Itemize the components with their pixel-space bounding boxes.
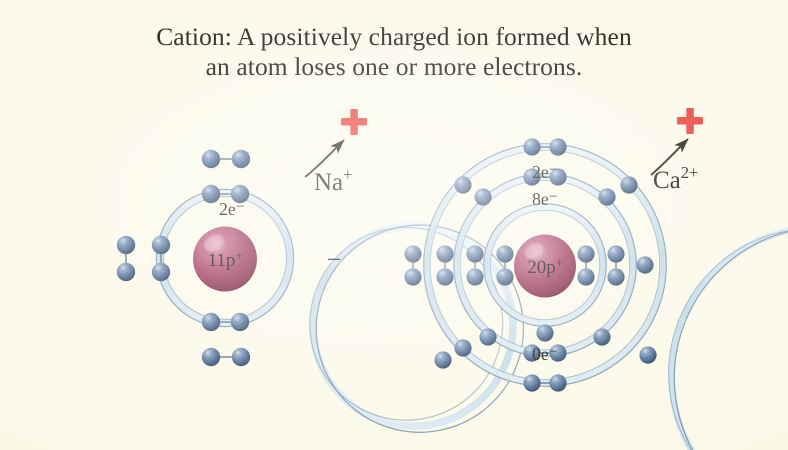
calcium-shell-count-label-2: 8e⁻	[532, 189, 558, 209]
calcium-shell-count-label-1: 2e⁻	[532, 162, 558, 182]
electron	[151, 262, 171, 282]
sodium-ion-symbol: Na+	[314, 165, 352, 196]
electron	[201, 312, 221, 332]
nucleus-charge-superscript: +	[556, 256, 563, 270]
sodium-shell-count-label: 2e⁻	[219, 199, 245, 219]
electron	[577, 268, 595, 286]
electron	[116, 262, 136, 282]
ion-element-symbol: Na	[314, 169, 343, 196]
title-line-2: an atom loses one or more electrons.	[205, 52, 583, 82]
nucleus-charge-superscript: +	[235, 249, 242, 263]
electron	[577, 245, 595, 263]
sodium-plus-sign-icon	[341, 109, 367, 135]
electron	[639, 346, 657, 364]
nucleus-proton-count: 20p	[527, 257, 556, 278]
electron	[231, 149, 251, 169]
electron	[436, 245, 454, 263]
ion-element-symbol: Ca	[653, 167, 681, 194]
electron	[466, 245, 484, 263]
ion-charge-superscript: +	[343, 165, 352, 184]
electron	[496, 245, 514, 263]
electron	[496, 268, 514, 286]
ion-charge-superscript: 2+	[681, 163, 699, 182]
figure-title: Cation: A positively charged ion formed …	[0, 22, 788, 82]
electron	[454, 339, 472, 357]
electron	[523, 138, 541, 156]
electron	[549, 138, 567, 156]
electron	[598, 188, 616, 206]
electron	[636, 256, 654, 274]
calcium-nucleus: 20p+	[514, 234, 576, 298]
calcium-plus-sign-icon	[677, 108, 703, 134]
atom-calcium: 20p+ 2e⁻ 8e⁻ 0e⁻ Ca2+	[404, 108, 788, 450]
electron	[536, 324, 554, 342]
electron	[201, 149, 221, 169]
electron	[607, 245, 625, 263]
electron	[466, 268, 484, 286]
electron	[231, 347, 251, 367]
electron	[454, 176, 472, 194]
electron	[479, 328, 497, 346]
calcium-shell-count-label-3: 0e⁻	[532, 344, 558, 364]
electron	[607, 268, 625, 286]
electron	[116, 235, 136, 255]
electron	[201, 347, 221, 367]
nucleus-proton-count: 11p	[208, 250, 236, 271]
calcium-ion-symbol: Ca2+	[653, 163, 698, 194]
electron	[434, 351, 452, 369]
electron	[151, 235, 171, 255]
title-line-1: Cation: A positively charged ion formed …	[156, 22, 632, 51]
sodium-shell-2	[309, 222, 524, 433]
sodium-lost-electron-minus-sign: −	[327, 245, 342, 274]
electron	[549, 374, 567, 392]
sodium-nucleus: 11p+	[193, 226, 257, 292]
electron	[404, 245, 422, 263]
electron	[230, 312, 250, 332]
electron	[201, 184, 221, 204]
electron	[523, 374, 541, 392]
electron	[436, 268, 454, 286]
electron	[404, 268, 422, 286]
electron	[593, 328, 611, 346]
electron	[620, 176, 638, 194]
electron	[474, 188, 492, 206]
